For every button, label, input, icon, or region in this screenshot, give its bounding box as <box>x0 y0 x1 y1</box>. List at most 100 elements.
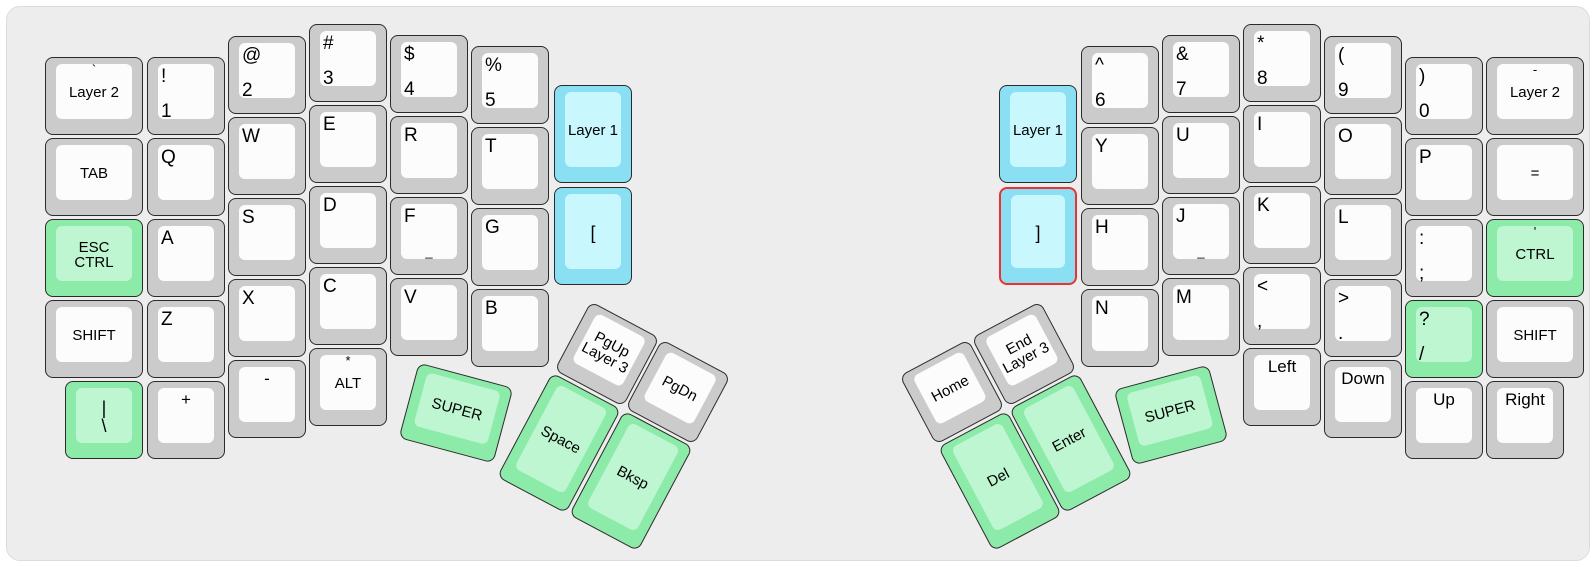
key-r[interactable]: R <box>390 116 468 194</box>
key-legend: A <box>161 228 174 249</box>
key-a[interactable]: A <box>147 219 225 297</box>
key-f[interactable]: F_ <box>390 197 468 275</box>
key-left-arrow[interactable]: Left <box>1243 348 1321 426</box>
keycap-top <box>482 134 538 189</box>
keycap-top <box>320 274 376 329</box>
key-lbracket[interactable]: [ <box>554 187 632 285</box>
key-legend: U <box>1176 125 1190 146</box>
key-z[interactable]: Z <box>147 300 225 378</box>
key-layer1-right[interactable]: Layer 1 <box>999 85 1077 183</box>
key-pipe-backslash[interactable]: |\ <box>65 381 143 459</box>
key-legend: : <box>1419 228 1425 249</box>
key-legend: N <box>1095 298 1109 319</box>
key-l[interactable]: L <box>1324 198 1402 276</box>
key-p[interactable]: P <box>1405 138 1483 216</box>
key-legend: * <box>345 353 351 368</box>
key-at-2[interactable]: @2 <box>228 36 306 114</box>
key-legend-center: Layer 1 <box>563 92 623 169</box>
keycap-top <box>56 145 132 200</box>
key-legend-center: ALT <box>318 355 378 412</box>
key-legend: ` <box>91 62 97 77</box>
key-hash-3[interactable]: #3 <box>309 24 387 102</box>
key-right-arrow[interactable]: Right <box>1486 381 1564 459</box>
key-backtick-layer2[interactable]: `Layer 2 <box>45 57 143 135</box>
key-legend: _ <box>1197 244 1205 259</box>
key-super-left[interactable]: SUPER <box>398 362 514 464</box>
key-t[interactable]: T <box>471 127 549 205</box>
key-k[interactable]: K <box>1243 186 1321 264</box>
key-shift-right[interactable]: SHIFT <box>1486 300 1584 378</box>
keycap-top <box>565 92 621 167</box>
key-q[interactable]: Q <box>147 138 225 216</box>
key-quote-ctrl[interactable]: 'CTRL <box>1486 219 1584 297</box>
key-y[interactable]: Y <box>1081 127 1159 205</box>
key-layer1-left[interactable]: Layer 1 <box>554 85 632 183</box>
key-legend: 5 <box>485 90 496 111</box>
key-u[interactable]: U <box>1162 116 1240 194</box>
key-legend: . <box>1338 323 1344 344</box>
key-w[interactable]: W <box>228 117 306 195</box>
key-up-arrow[interactable]: Up <box>1405 381 1483 459</box>
key-minus-layer2[interactable]: -Layer 2 <box>1486 57 1584 135</box>
key-caret-6[interactable]: ^6 <box>1081 46 1159 124</box>
keycap-top <box>239 367 295 422</box>
key-percent-5[interactable]: %5 <box>471 46 549 124</box>
keycap-top <box>1497 388 1553 443</box>
key-lparen-9[interactable]: (9 <box>1324 36 1402 114</box>
keycap-top <box>1173 285 1229 340</box>
key-star-8[interactable]: *8 <box>1243 24 1321 102</box>
key-excl-1[interactable]: !1 <box>147 57 225 135</box>
key-gt-period[interactable]: >. <box>1324 279 1402 357</box>
key-j[interactable]: J_ <box>1162 197 1240 275</box>
key-legend: > <box>1338 288 1350 309</box>
key-lt-comma[interactable]: <, <box>1243 267 1321 345</box>
key-m[interactable]: M <box>1162 278 1240 356</box>
key-e[interactable]: E <box>309 105 387 183</box>
key-legend: ) <box>1419 66 1426 87</box>
key-equals[interactable]: = <box>1486 138 1584 216</box>
key-legend-center: = <box>1495 145 1575 202</box>
key-legend: ? <box>1419 309 1430 330</box>
key-down-arrow[interactable]: Down <box>1324 360 1402 438</box>
key-legend: Down <box>1341 369 1385 388</box>
key-legend-line: Layer 1 <box>1012 122 1064 139</box>
key-legend: + <box>181 390 191 409</box>
keycap-top <box>1254 274 1310 329</box>
key-h[interactable]: H <box>1081 208 1159 286</box>
key-c[interactable]: C <box>309 267 387 345</box>
keycap-top <box>1335 43 1391 98</box>
key-super-right[interactable]: SUPER <box>1113 364 1229 466</box>
key-b[interactable]: B <box>471 289 549 367</box>
key-legend: I <box>1257 114 1263 135</box>
key-rparen-0[interactable]: )0 <box>1405 57 1483 135</box>
keycap-top <box>239 124 295 179</box>
key-o[interactable]: O <box>1324 117 1402 195</box>
key-legend-center: Home <box>910 350 990 428</box>
key-colon-semicolon[interactable]: :; <box>1405 219 1483 297</box>
key-star-alt[interactable]: *ALT <box>309 348 387 426</box>
key-rbracket[interactable]: ] <box>999 187 1077 285</box>
key-legend-line: CTRL <box>74 253 114 271</box>
key-tab[interactable]: TAB <box>45 138 143 216</box>
key-legend: 7 <box>1176 79 1187 100</box>
key-n[interactable]: N <box>1081 289 1159 367</box>
key-legend-center: CTRL <box>1495 226 1575 283</box>
keycap-top <box>158 307 214 362</box>
key-s[interactable]: S <box>228 198 306 276</box>
key-dollar-4[interactable]: $4 <box>390 35 468 113</box>
key-legend: 3 <box>323 68 334 89</box>
keycap-top <box>320 112 376 167</box>
key-x[interactable]: X <box>228 279 306 357</box>
key-plus[interactable]: + <box>147 381 225 459</box>
key-d[interactable]: D <box>309 186 387 264</box>
key-i[interactable]: I <box>1243 105 1321 183</box>
key-amp-7[interactable]: &7 <box>1162 35 1240 113</box>
key-g[interactable]: G <box>471 208 549 286</box>
key-question-slash[interactable]: ?/ <box>1405 300 1483 378</box>
key-minus[interactable]: - <box>228 360 306 438</box>
key-shift-left[interactable]: SHIFT <box>45 300 143 378</box>
key-v[interactable]: V <box>390 278 468 356</box>
keycap-top <box>1254 355 1310 410</box>
